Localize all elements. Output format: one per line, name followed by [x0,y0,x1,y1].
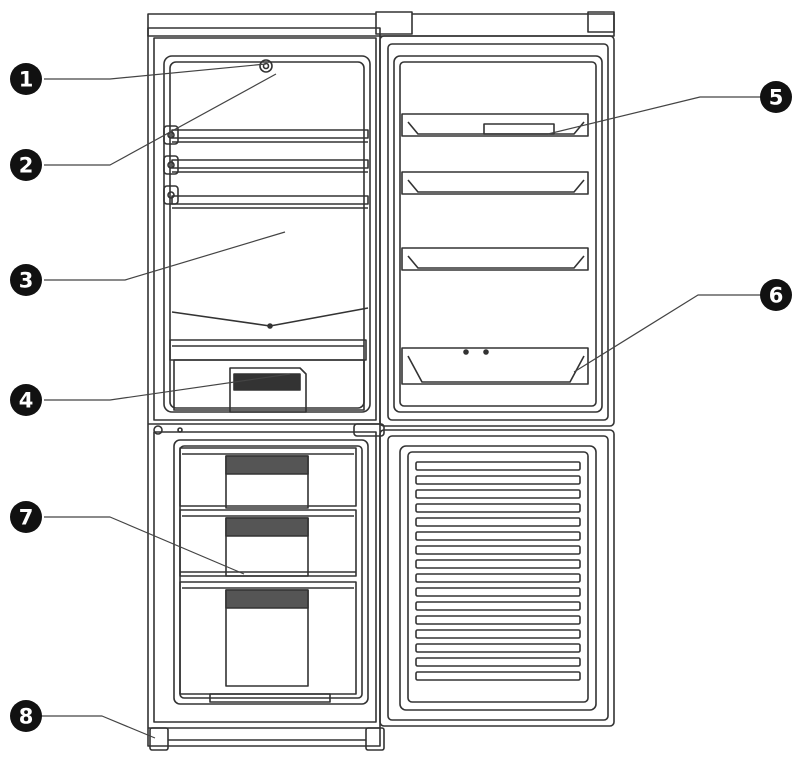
callout-5: 5 [760,81,792,113]
callout-6: 6 [760,279,792,311]
freezer-door [379,429,615,727]
fridge-compartment [163,55,371,413]
callout-3: 3 [10,264,42,296]
callout-badge [10,63,42,95]
leader-line-8 [30,715,156,739]
freezer-rib [415,531,581,541]
leader-line-2 [44,73,277,166]
callout-number: 5 [769,86,784,110]
freezer-rib [415,671,581,681]
callout-number: 3 [19,269,34,293]
top-hinge-cap [147,11,615,37]
adjustable-feet [149,727,385,751]
callout-badge [10,501,42,533]
door-balconies [401,113,589,385]
callout-4: 4 [10,384,42,416]
callout-badge [10,700,42,732]
callout-badge [760,279,792,311]
callout-number: 8 [19,705,34,729]
interior-light [259,59,273,73]
callout-markers: 1 2 3 4 5 6 7 8 [10,63,792,732]
callout-badge [10,149,42,181]
leader-line-3 [44,231,286,281]
middle-hinge [153,423,385,437]
leader-line-7 [44,516,245,575]
callout-number: 4 [19,389,34,413]
glass-shelves [171,129,369,209]
freezer-rib [415,475,581,485]
freezer-rib [415,629,581,639]
callout-number: 2 [19,154,34,178]
callout-number: 1 [19,68,34,92]
callout-1: 1 [10,63,42,95]
fridge-door [379,35,615,427]
callout-number: 7 [19,506,34,530]
crisper-drawer [169,339,367,413]
freezer-rib [415,643,581,653]
leader-lines [30,63,776,739]
crisper-cover [171,307,369,329]
callout-badge [10,264,42,296]
leader-line-1 [44,63,267,80]
freezer-rib [415,601,581,611]
freezer-rib [415,587,581,597]
callout-2: 2 [10,149,42,181]
freezer-rib [415,517,581,527]
freezer-rib [415,461,581,471]
freezer-rib [415,573,581,583]
freezer-rib [415,489,581,499]
callout-badge [10,384,42,416]
freezer-rib [415,657,581,667]
leader-line-6 [573,294,776,373]
freezer-compartment [173,439,369,705]
leader-line-5 [547,96,776,135]
freezer-rib [415,545,581,555]
callout-badge [760,81,792,113]
freezer-rib [415,503,581,513]
callout-8: 8 [10,700,42,732]
freezer-door-ribs [415,461,581,681]
freezer-rib [415,615,581,625]
callout-number: 6 [769,284,784,308]
leader-line-4 [44,373,291,401]
freezer-rib [415,559,581,569]
callout-7: 7 [10,501,42,533]
